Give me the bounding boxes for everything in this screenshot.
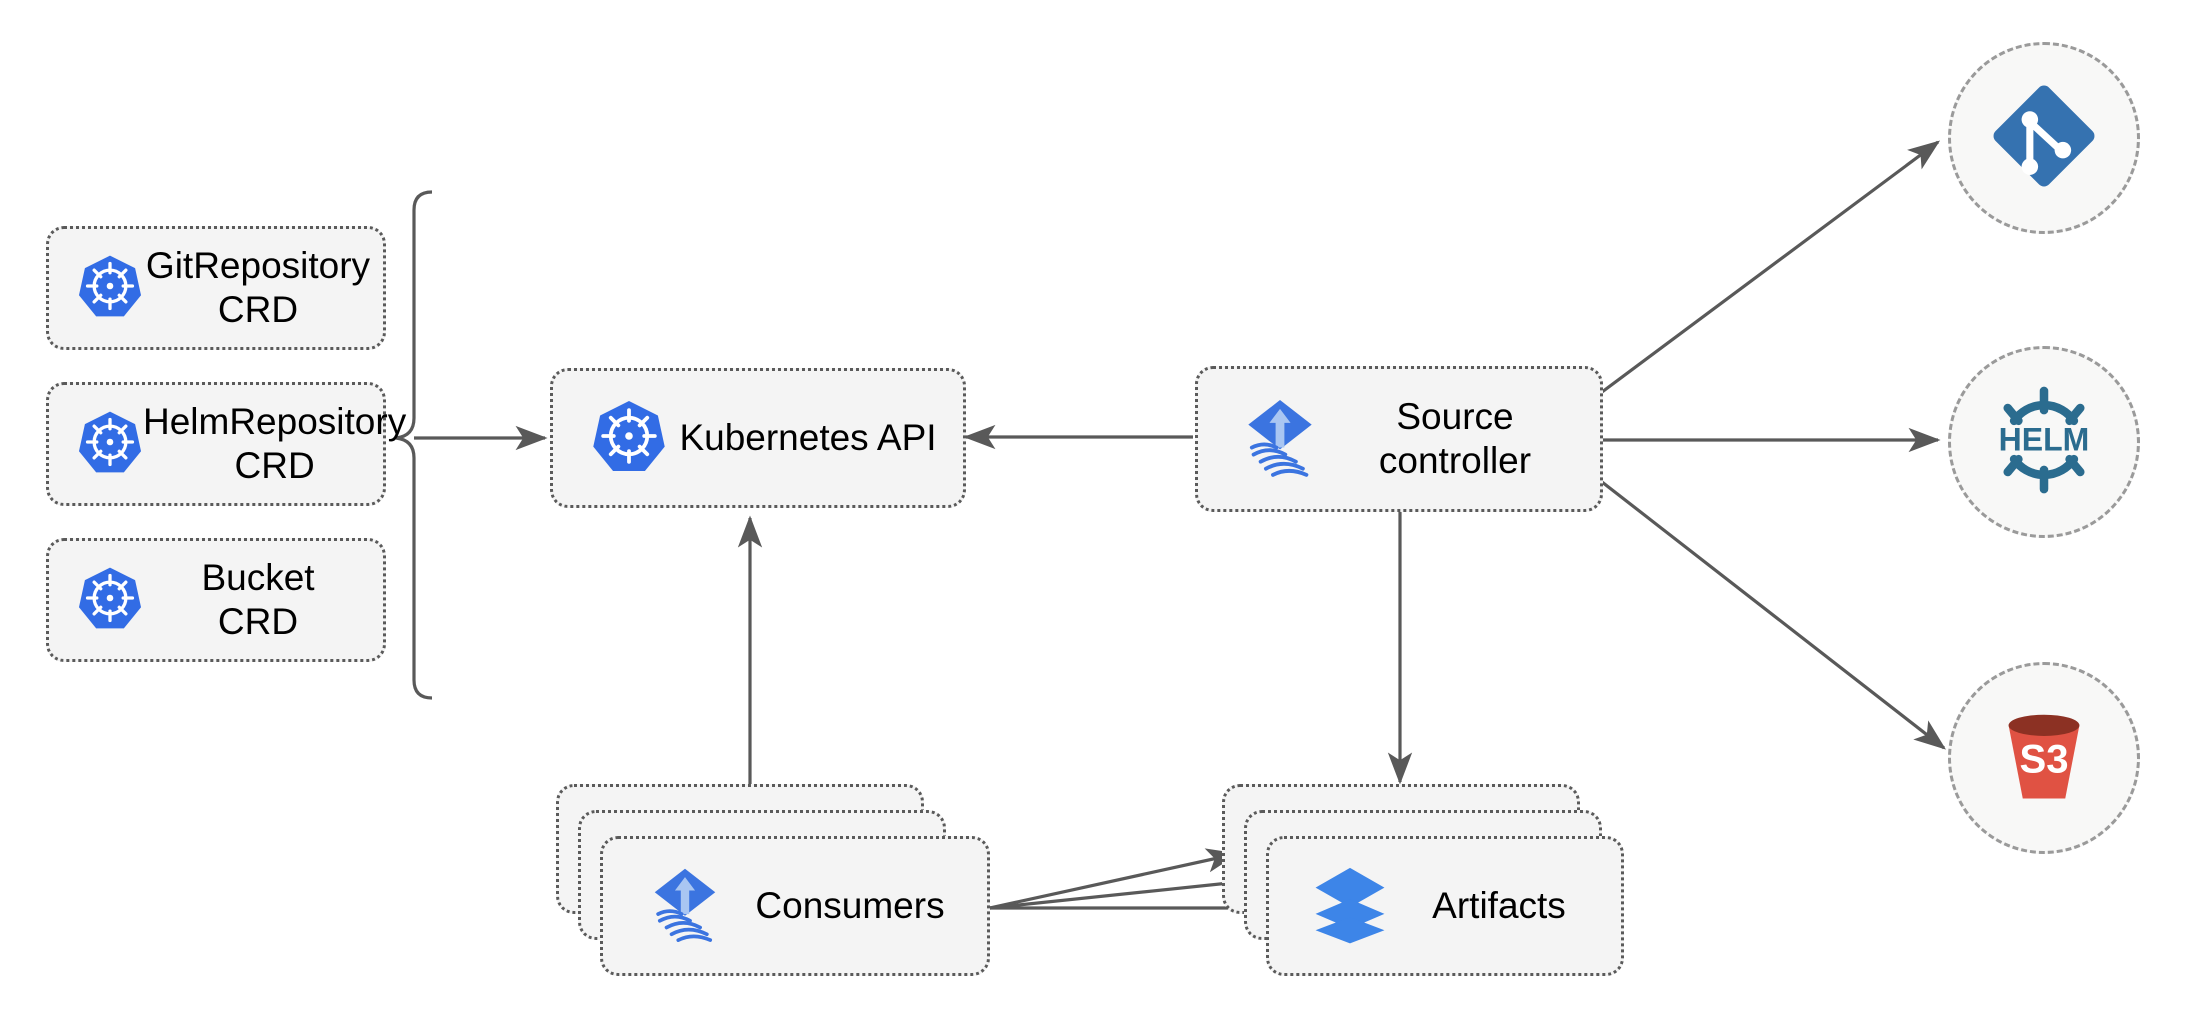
helm-wordmark: HELM [1999, 421, 2090, 457]
node-gitrepository-crd[interactable]: GitRepository CRD [46, 226, 386, 350]
flux-icon [643, 862, 727, 951]
helm-icon: HELM [1980, 376, 2108, 509]
target-git[interactable] [1948, 42, 2140, 234]
edge-consumers-to-artifact-1 [989, 848, 1239, 910]
layers-icon [1309, 863, 1391, 950]
kubernetes-icon [77, 565, 143, 636]
node-label: Artifacts [1432, 885, 1566, 926]
node-label: Kubernetes API [679, 417, 937, 459]
target-s3[interactable]: S3 [1948, 662, 2140, 854]
node-consumers[interactable]: Consumers [556, 784, 996, 976]
artifacts-card-front[interactable]: Artifacts [1266, 836, 1624, 976]
s3-wordmark: S3 [2019, 736, 2068, 781]
crd-label: Bucket CRD [201, 557, 315, 642]
node-kubernetes-api[interactable]: Kubernetes API [550, 368, 966, 508]
crd-label: GitRepository CRD [145, 245, 371, 330]
crd-label: HelmRepository CRD [143, 401, 407, 486]
consumers-card-front[interactable]: Consumers [600, 836, 990, 976]
node-bucket-crd[interactable]: Bucket CRD [46, 538, 386, 662]
node-label: Source controller [1378, 396, 1532, 481]
kubernetes-icon [77, 409, 143, 480]
kubernetes-icon [591, 398, 667, 479]
kubernetes-icon [77, 253, 143, 324]
s3-icon: S3 [1985, 697, 2103, 820]
flux-icon [1236, 393, 1324, 486]
node-source-controller[interactable]: Source controller [1195, 366, 1603, 512]
node-label: Consumers [755, 885, 945, 926]
edge-source-to-s3 [1601, 480, 1947, 750]
target-helm[interactable]: HELM [1948, 346, 2140, 538]
edge-source-to-git [1601, 140, 1941, 394]
git-icon [1985, 77, 2103, 200]
node-artifacts[interactable]: Artifacts [1222, 784, 1642, 976]
edge-consumers-to-artifact-2 [989, 870, 1261, 910]
node-helmrepository-crd[interactable]: HelmRepository CRD [46, 382, 406, 506]
